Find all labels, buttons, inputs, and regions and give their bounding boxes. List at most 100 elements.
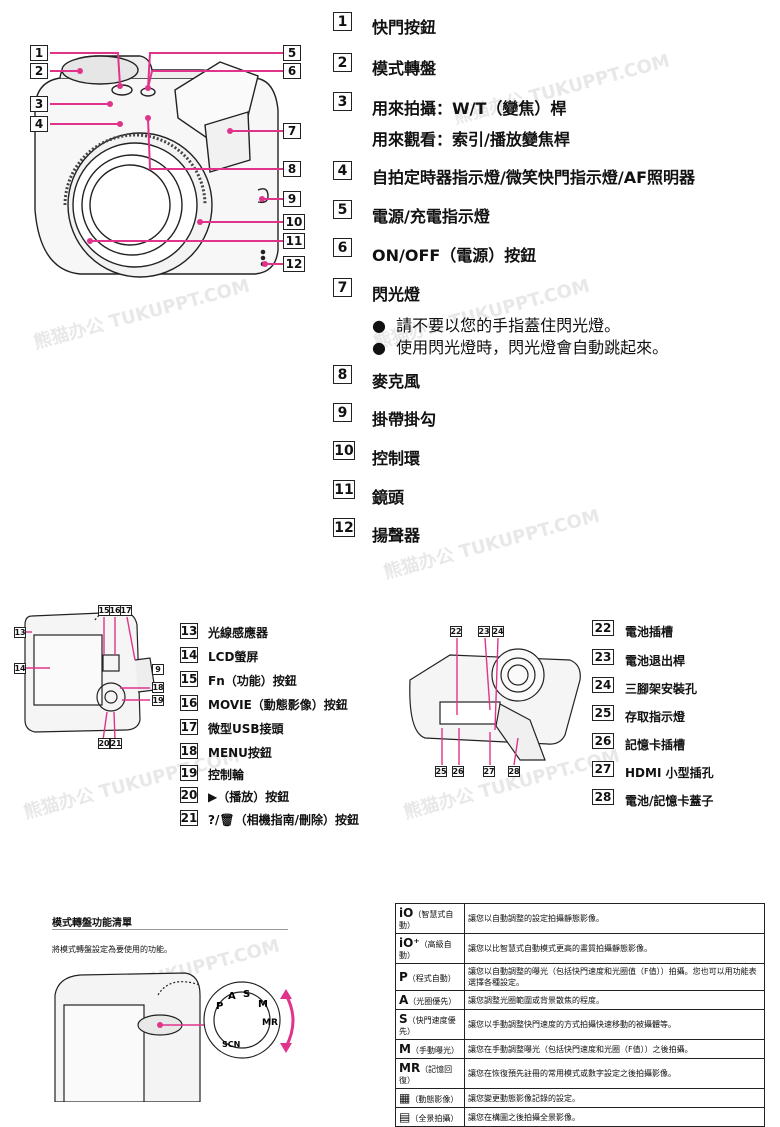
list-number: 27 <box>592 761 614 777</box>
section-title: 模式轉盤功能清單 <box>52 918 132 929</box>
mode-cell: ▤（全景拍攝） <box>395 1107 465 1127</box>
mode-symbol: ▦ <box>399 1091 411 1105</box>
mode-description: 讓您調整光圈範圍或背景散焦的程度。 <box>464 990 765 1010</box>
mode-cell: A（光圈優先） <box>395 990 465 1010</box>
mode-symbol: P <box>399 970 408 984</box>
callout-8: 8 <box>283 161 301 177</box>
mode-description: 讓您在手動調整曝光（包括快門速度和光圈（F值））之後拍攝。 <box>464 1039 765 1059</box>
mode-symbol: MR <box>399 1061 421 1075</box>
mode-name: （智慧式自動） <box>399 910 454 930</box>
list-label: 記憶卡插槽 <box>625 738 686 752</box>
table-row: iO⁺（高級自動）讓您以比智慧式自動模式更高的畫質拍攝靜態影像。 <box>395 933 765 964</box>
list-number: 6 <box>333 238 352 257</box>
callout-11: 11 <box>283 233 305 249</box>
callout-5: 5 <box>283 45 301 61</box>
callout-2: 2 <box>30 63 48 79</box>
dial-label: P <box>216 1001 223 1012</box>
list-label: 存取指示燈 <box>625 710 686 724</box>
list-number: 18 <box>180 743 198 759</box>
callout-9: 9 <box>283 191 301 207</box>
dial-label: SCN <box>222 1040 240 1049</box>
mode-dial-diagram: P A S M MR SCN <box>54 972 295 1102</box>
dial-label: S <box>243 989 250 1000</box>
callout-22: 22 <box>450 626 462 637</box>
list-number: 20 <box>180 787 198 803</box>
list-label: 快門按鈕 <box>372 18 437 37</box>
list-number: 19 <box>180 765 198 781</box>
list-label: 微型USB接頭 <box>208 722 284 736</box>
list-label: 模式轉盤 <box>372 59 437 78</box>
dial-label: M <box>258 999 268 1010</box>
mode-symbol: S <box>399 1012 408 1026</box>
table-row: MR（記憶回復）讓您在恢復預先註冊的常用模式或數字設定之後拍攝影像。 <box>395 1058 765 1089</box>
list-label: ON/OFF（電源）按鈕 <box>372 246 537 265</box>
list-number: 3 <box>333 92 352 111</box>
mode-name: （手動曝光） <box>410 1046 459 1055</box>
dial-label: MR <box>262 1018 278 1028</box>
callout-6: 6 <box>283 63 301 79</box>
callout-17: 17 <box>120 605 132 616</box>
list-number: 2 <box>333 53 352 72</box>
callout-3: 3 <box>30 96 48 112</box>
list-number: 17 <box>180 719 198 735</box>
callout-12: 12 <box>283 256 305 272</box>
list-label: Fn（功能）按鈕 <box>208 674 297 688</box>
list-label: 掛帶掛勾 <box>372 410 437 429</box>
callout-13: 13 <box>14 627 26 638</box>
section-subtitle: 將模式轉盤設定為要使用的功能。 <box>52 945 172 954</box>
mode-description: 讓您以自動調整的設定拍攝靜態影像。 <box>464 903 765 934</box>
mode-name: （全景拍攝） <box>410 1114 459 1123</box>
list-label: 閃光燈 <box>372 285 421 304</box>
table-row: S（快門速度優先）讓您以手動調整快門速度的方式拍攝快速移動的被攝體等。 <box>395 1009 765 1040</box>
list-number: 28 <box>592 789 614 805</box>
list-label: 電源/充電指示燈 <box>372 207 490 226</box>
list-label: 三腳架安裝孔 <box>625 682 698 696</box>
mode-description: 讓您在恢復預先註冊的常用模式或數字設定之後拍攝影像。 <box>464 1058 765 1089</box>
list-label: 控制環 <box>372 449 421 468</box>
mode-symbol: ▤ <box>399 1110 411 1124</box>
mode-cell: MR（記憶回復） <box>395 1058 465 1089</box>
divider <box>52 929 288 930</box>
list-label: MOVIE（動態影像）按鈕 <box>208 698 348 712</box>
list-number: 12 <box>333 518 355 537</box>
callout-23: 23 <box>478 626 490 637</box>
flash-bullet: ● 請不要以您的手指蓋住閃光燈。 <box>372 316 621 335</box>
callout-1: 1 <box>30 45 48 61</box>
mode-symbol: A <box>399 993 409 1007</box>
callout-9-rear: 9 <box>152 664 164 675</box>
mode-cell: iO（智慧式自動） <box>395 903 465 934</box>
list-label: 用來觀看：索引/播放變焦桿 <box>372 130 570 149</box>
callout-18: 18 <box>152 682 164 693</box>
mode-description: 讓您以自動調整的曝光（包括快門速度和光圈值（F值））拍攝。您也可以用功能表選擇各… <box>464 963 765 991</box>
mode-cell: iO⁺（高級自動） <box>395 933 465 964</box>
list-label: HDMI 小型插孔 <box>625 766 714 780</box>
mode-symbol: iO <box>399 906 414 920</box>
table-row: ▦（動態影像）讓您變更動態影像記錄的設定。 <box>395 1088 765 1108</box>
list-number: 13 <box>180 623 198 639</box>
camera-rear-diagram <box>22 609 156 741</box>
list-number: 21 <box>180 810 198 826</box>
mode-name: （程式自動） <box>407 974 456 983</box>
mode-description: 讓您變更動態影像記錄的設定。 <box>464 1088 765 1108</box>
list-number: 5 <box>333 200 352 219</box>
list-number: 16 <box>180 695 198 711</box>
mode-description: 讓您在構圖之後拍攝全景影像。 <box>464 1107 765 1127</box>
list-label: 控制輪 <box>208 768 245 782</box>
dial-label: A <box>228 991 236 1002</box>
callout-4: 4 <box>30 116 48 132</box>
list-label: LCD螢屏 <box>208 650 259 664</box>
mode-cell: M（手動曝光） <box>395 1039 465 1059</box>
list-number: 14 <box>180 647 198 663</box>
mode-symbol: iO⁺ <box>399 936 420 950</box>
mode-description: 讓您以手動調整快門速度的方式拍攝快速移動的被攝體等。 <box>464 1009 765 1040</box>
table-row: iO（智慧式自動）讓您以自動調整的設定拍攝靜態影像。 <box>395 903 765 934</box>
mode-table: iO（智慧式自動）讓您以自動調整的設定拍攝靜態影像。iO⁺（高級自動）讓您以比智… <box>395 903 765 1127</box>
callout-25: 25 <box>435 766 447 777</box>
callout-21: 21 <box>110 738 122 749</box>
list-number: 15 <box>180 671 198 687</box>
callout-20: 20 <box>98 738 110 749</box>
mode-name: （光圈優先） <box>408 997 457 1006</box>
list-label: 電池/記憶卡蓋子 <box>625 794 714 808</box>
camera-front-diagram <box>34 52 283 278</box>
callout-28: 28 <box>508 766 520 777</box>
